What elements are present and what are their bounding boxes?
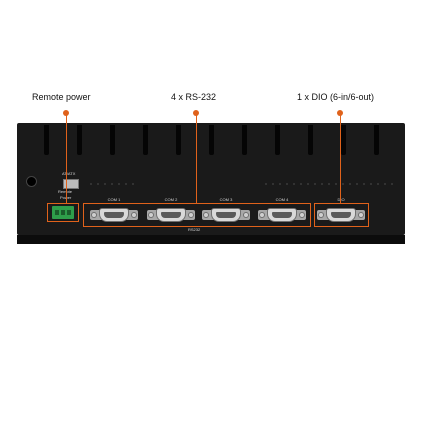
- dio-callout-label: 1 x DIO (6-in/6-out): [297, 92, 375, 102]
- heatsink-fin: [209, 125, 214, 155]
- com1-label: COM 1: [107, 197, 121, 202]
- com2-label: COM 2: [164, 197, 178, 202]
- heatsink-fin: [374, 125, 379, 155]
- heatsink-fin: [308, 125, 313, 155]
- rs232-group-label: RS232: [188, 227, 201, 232]
- vent-dot: [300, 183, 302, 185]
- dio-port-label: DIO: [337, 197, 345, 202]
- com4-port[interactable]: [258, 208, 306, 222]
- vent-dot: [314, 183, 316, 185]
- heatsink-fin: [341, 125, 346, 155]
- rs232-callout-label: 4 x RS-232: [171, 92, 217, 102]
- dio-leader-line: [339, 114, 341, 203]
- remote-power-highlight-box: [47, 203, 79, 222]
- vent-dot: [104, 183, 106, 185]
- device-base: [17, 235, 405, 244]
- vent-dot: [132, 183, 134, 185]
- com2-port[interactable]: [147, 208, 195, 222]
- power-led-icon: [26, 176, 37, 187]
- com3-label: COM 3: [219, 197, 233, 202]
- heatsink-fin: [110, 125, 115, 155]
- dio-port[interactable]: [317, 208, 365, 222]
- terminal-pin: [55, 210, 59, 215]
- vent-dot: [125, 183, 127, 185]
- heatsink-fin: [77, 125, 82, 155]
- vent-dot: [118, 183, 120, 185]
- vent-dot: [111, 183, 113, 185]
- vent-dot: [328, 183, 330, 185]
- dio-leader-dot: [337, 110, 343, 116]
- rs232-leader-line: [195, 114, 197, 203]
- vent-dot: [272, 183, 274, 185]
- remote-power-terminal-block[interactable]: [52, 206, 74, 219]
- remote-power-leader-dot: [63, 110, 69, 116]
- vent-dot: [370, 183, 372, 185]
- vent-dot: [321, 183, 323, 185]
- vent-dot: [335, 183, 337, 185]
- com1-port[interactable]: [90, 208, 138, 222]
- vent-dot: [90, 183, 92, 185]
- remote-power-panel-label-1: Remote: [58, 189, 72, 194]
- heatsink-fin: [176, 125, 181, 155]
- heatsink-fin: [143, 125, 148, 155]
- vent-dot: [279, 183, 281, 185]
- com3-port[interactable]: [202, 208, 250, 222]
- terminal-pin: [67, 210, 71, 215]
- vent-dot: [307, 183, 309, 185]
- vent-dot: [349, 183, 351, 185]
- vent-dot: [342, 183, 344, 185]
- com4-label: COM 4: [275, 197, 289, 202]
- dio-highlight-box: [314, 203, 369, 227]
- vent-dot: [356, 183, 358, 185]
- heatsink-fin: [275, 125, 280, 155]
- remote-power-leader-line: [65, 114, 67, 203]
- vent-dot: [363, 183, 365, 185]
- vent-dot: [265, 183, 267, 185]
- heatsink-fin: [44, 125, 49, 155]
- vent-dot: [293, 183, 295, 185]
- vent-dot: [377, 183, 379, 185]
- remote-power-callout-label: Remote power: [32, 92, 91, 102]
- vent-dot: [286, 183, 288, 185]
- rs232-leader-dot: [193, 110, 199, 116]
- vent-dot: [384, 183, 386, 185]
- terminal-pin: [61, 210, 65, 215]
- vent-dot: [391, 183, 393, 185]
- at-atx-switch[interactable]: [63, 179, 79, 189]
- rs232-highlight-box: [83, 203, 311, 227]
- vent-dot: [97, 183, 99, 185]
- heatsink-fin: [242, 125, 247, 155]
- switch-label: AT/ATX: [62, 171, 76, 176]
